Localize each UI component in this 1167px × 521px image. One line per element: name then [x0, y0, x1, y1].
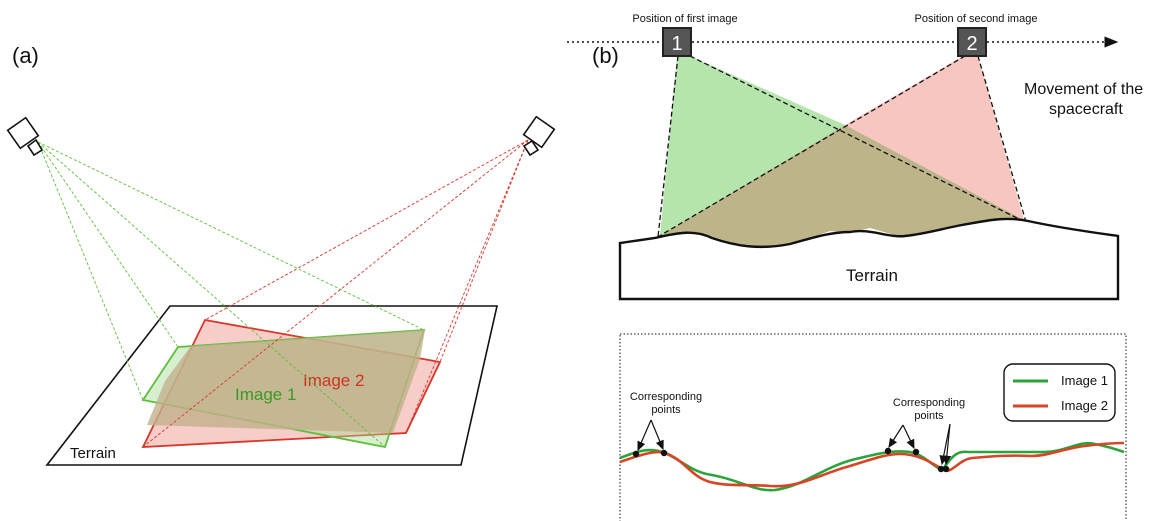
terrain-label-b: Terrain [846, 266, 898, 285]
terrain-block [618, 217, 1120, 301]
legend-label-image2: Image 2 [1061, 398, 1108, 413]
movement-label-line1: Movement of the [1024, 81, 1143, 98]
camera-position-2: 2 [957, 27, 987, 57]
view-overlap [660, 125, 1024, 248]
corresponding-point-right-1 [884, 447, 892, 455]
image2-label: Image 2 [303, 371, 364, 390]
terrain-label-a: Terrain [70, 445, 116, 462]
overlap-footprint [147, 330, 425, 433]
corresponding-point-left-2 [660, 449, 668, 457]
terrain-plane [45, 305, 499, 466]
corresponding-point-right-3 [937, 465, 945, 473]
corresponding-point-right-4 [942, 465, 950, 473]
movement-label-line2: spacecraft [1049, 101, 1123, 118]
panel-b: (b) Movement of the spacecraft 1 2 Posit… [567, 13, 1143, 301]
profile-frame [619, 333, 1127, 521]
position-first-caption: Position of first image [632, 13, 737, 25]
camera-1-number: 1 [671, 33, 682, 55]
corresponding-point-left-1 [632, 450, 640, 458]
corresponding-point-right-2 [912, 448, 920, 456]
camera-1-icon [6, 116, 44, 157]
left-annotation-line2: points [651, 404, 681, 416]
profile-image2-line [619, 441, 1125, 488]
view-cone-edges [655, 55, 1027, 239]
camera-position-1: 1 [662, 27, 692, 57]
right-annotation-line2: points [914, 410, 944, 422]
legend-label-image1: Image 1 [1061, 373, 1108, 388]
right-annotation-arrows [888, 423, 952, 466]
panel-b-label: (b) [592, 43, 619, 68]
camera-2-number: 2 [966, 33, 977, 55]
camera1-rays [37, 141, 425, 448]
left-annotation-arrows [637, 419, 664, 452]
position-second-caption: Position of second image [915, 13, 1038, 25]
panel-a-label: (a) [12, 43, 39, 68]
image1-label: Image 1 [235, 385, 296, 404]
profile-panel: Image 1 Image 2 Corresponding points Cor… [619, 333, 1127, 521]
panel-a: (a) Terrain Image 1 Image 2 [6, 43, 556, 466]
view-cone-2 [845, 56, 1024, 220]
right-annotation-line1: Corresponding [893, 397, 965, 409]
profile-image1-line [619, 441, 1125, 492]
camera2-rays [142, 139, 529, 448]
left-annotation-line1: Corresponding [630, 391, 702, 403]
camera-2-icon [522, 115, 556, 157]
view-cone-1 [660, 56, 845, 236]
